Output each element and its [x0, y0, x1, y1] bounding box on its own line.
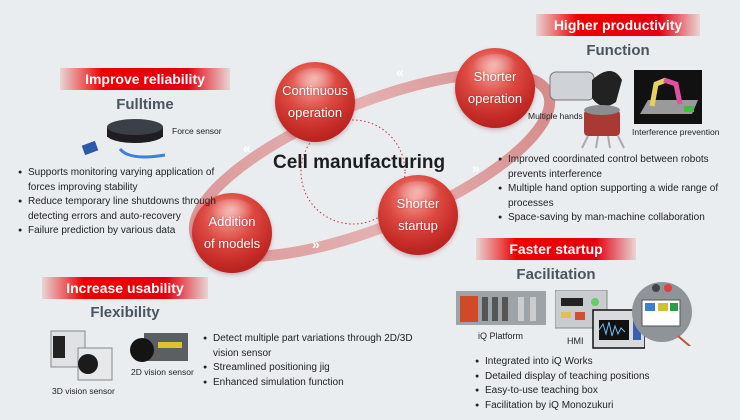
startup-bullets: Integrated into iQ Works Detailed displa…	[475, 355, 695, 413]
arrow-right: »	[472, 160, 480, 176]
sphere-label-line1: Continuous	[282, 83, 348, 98]
bullet-item: Space-saving by man-machine collaboratio…	[498, 211, 733, 226]
arrow-left: «	[243, 140, 251, 156]
hmi-caption: HMI	[567, 336, 584, 346]
bullet-item: Supports monitoring varying application …	[18, 166, 218, 195]
bullet-item: Detailed display of teaching positions	[475, 370, 695, 385]
productivity-banner: Higher productivity	[536, 14, 700, 36]
usability-heading: Flexibility	[90, 304, 160, 321]
bullet-item: Failure prediction by various data	[18, 224, 218, 239]
productivity-bullets: Improved coordinated control between rob…	[498, 153, 733, 226]
productivity-heading: Function	[586, 42, 650, 59]
3d-vision-sensor-image	[50, 330, 113, 381]
bullet-item: Detect multiple part variations through …	[203, 332, 413, 361]
bullet-item: Multiple hand option supporting a wide r…	[498, 182, 733, 211]
2d-vision-sensor-image	[130, 333, 188, 362]
force-sensor-caption: Force sensor	[172, 126, 222, 136]
startup-banner: Faster startup	[476, 238, 636, 260]
sphere-label-line2: of models	[203, 236, 261, 251]
bullet-item: Enhanced simulation function	[203, 376, 413, 391]
sphere-label-line2: operation	[467, 91, 523, 106]
multiple-hands-image	[549, 71, 625, 149]
force-sensor-image	[81, 119, 166, 159]
iq-platform-caption: iQ Platform	[478, 331, 524, 341]
reliability-heading: Fulltime	[116, 96, 174, 113]
center-title: Cell manufacturing	[273, 152, 446, 173]
iq-platform-image	[456, 291, 546, 325]
arrow-bottom: »	[312, 236, 320, 252]
bullet-item: Reduce temporary line shutdowns through …	[18, 195, 218, 224]
reliability-banner: Improve reliability	[60, 68, 230, 90]
interference-prevention-image	[634, 70, 702, 124]
2d-vision-sensor-caption: 2D vision sensor	[131, 367, 194, 377]
reliability-bullets: Supports monitoring varying application …	[18, 166, 218, 239]
bullet-item: Facilitation by iQ Monozukuri	[475, 399, 695, 414]
sphere-shorter-operation: Shorter operation	[455, 48, 535, 128]
interference-prevention-caption: Interference prevention	[632, 127, 720, 137]
sphere-label-line1: Addition	[208, 214, 256, 229]
3d-vision-sensor-caption: 3D vision sensor	[52, 386, 115, 396]
bullet-item: Easy-to-use teaching box	[475, 384, 695, 399]
sphere-label-line2: operation	[287, 105, 343, 120]
sphere-label-line2: startup	[398, 218, 438, 233]
teaching-box-image	[632, 282, 692, 346]
sphere-label-line1: Shorter	[396, 196, 440, 211]
usability-banner: Increase usability	[42, 277, 208, 299]
sphere-shorter-startup: Shorter startup	[378, 175, 458, 255]
multiple-hands-caption: Multiple hands	[528, 111, 583, 121]
startup-heading: Facilitation	[516, 266, 596, 283]
bullet-item: Streamlined positioning jig	[203, 361, 413, 376]
sphere-label-line1: Shorter	[473, 69, 517, 84]
center-dotted-circle	[300, 119, 406, 225]
arrow-top: «	[396, 64, 404, 80]
usability-bullets: Detect multiple part variations through …	[203, 332, 413, 390]
bullet-item: Integrated into iQ Works	[475, 355, 695, 370]
sphere-continuous-operation: Continuous operation	[275, 62, 355, 142]
bullet-item: Improved coordinated control between rob…	[498, 153, 733, 182]
